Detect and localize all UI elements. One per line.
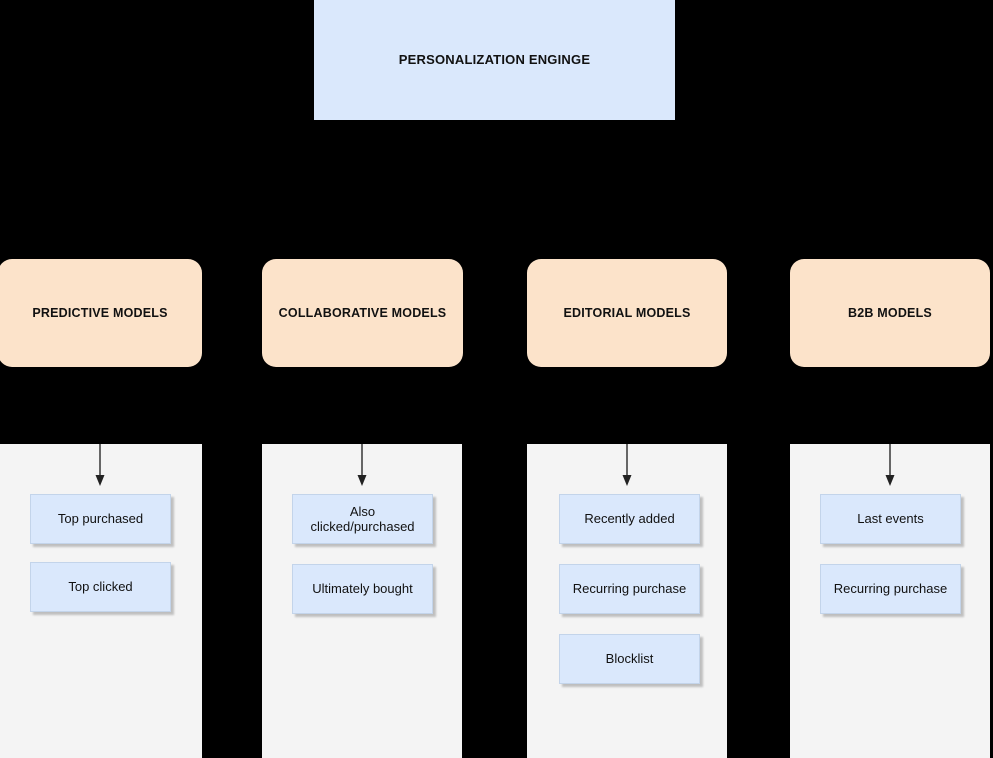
item-label: Last events <box>857 511 924 527</box>
personalization-engine-label: PERSONALIZATION ENGINGE <box>398 52 591 67</box>
item-label: Blocklist <box>605 651 654 667</box>
model-label-predictive: PREDICTIVE MODELS <box>32 306 168 320</box>
item-box[interactable]: Recurring purchase <box>820 564 961 614</box>
item-box[interactable]: Ultimately bought <box>292 564 433 614</box>
item-label: Recurring purchase <box>572 581 687 597</box>
item-label: Also clicked/purchased <box>310 503 415 534</box>
model-box-editorial[interactable]: EDITORIAL MODELS <box>527 259 727 367</box>
item-box[interactable]: Blocklist <box>559 634 700 684</box>
item-box[interactable]: Also clicked/purchased <box>292 494 433 544</box>
item-box[interactable]: Top clicked <box>30 562 171 612</box>
item-label: Top clicked <box>68 579 133 595</box>
model-box-predictive[interactable]: PREDICTIVE MODELS <box>0 259 202 367</box>
item-box[interactable]: Last events <box>820 494 961 544</box>
personalization-engine-box[interactable]: PERSONALIZATION ENGINGE <box>314 0 675 120</box>
item-box[interactable]: Recurring purchase <box>559 564 700 614</box>
item-box[interactable]: Recently added <box>559 494 700 544</box>
item-label: Recently added <box>584 511 675 527</box>
item-label: Top purchased <box>57 511 144 527</box>
model-label-b2b: B2B MODELS <box>848 306 932 320</box>
model-label-editorial: EDITORIAL MODELS <box>563 306 691 320</box>
item-label: Recurring purchase <box>833 581 948 597</box>
item-box[interactable]: Top purchased <box>30 494 171 544</box>
item-label: Ultimately bought <box>312 581 413 597</box>
model-box-b2b[interactable]: B2B MODELS <box>790 259 990 367</box>
model-label-collaborative: COLLABORATIVE MODELS <box>278 306 447 320</box>
model-box-collaborative[interactable]: COLLABORATIVE MODELS <box>262 259 463 367</box>
